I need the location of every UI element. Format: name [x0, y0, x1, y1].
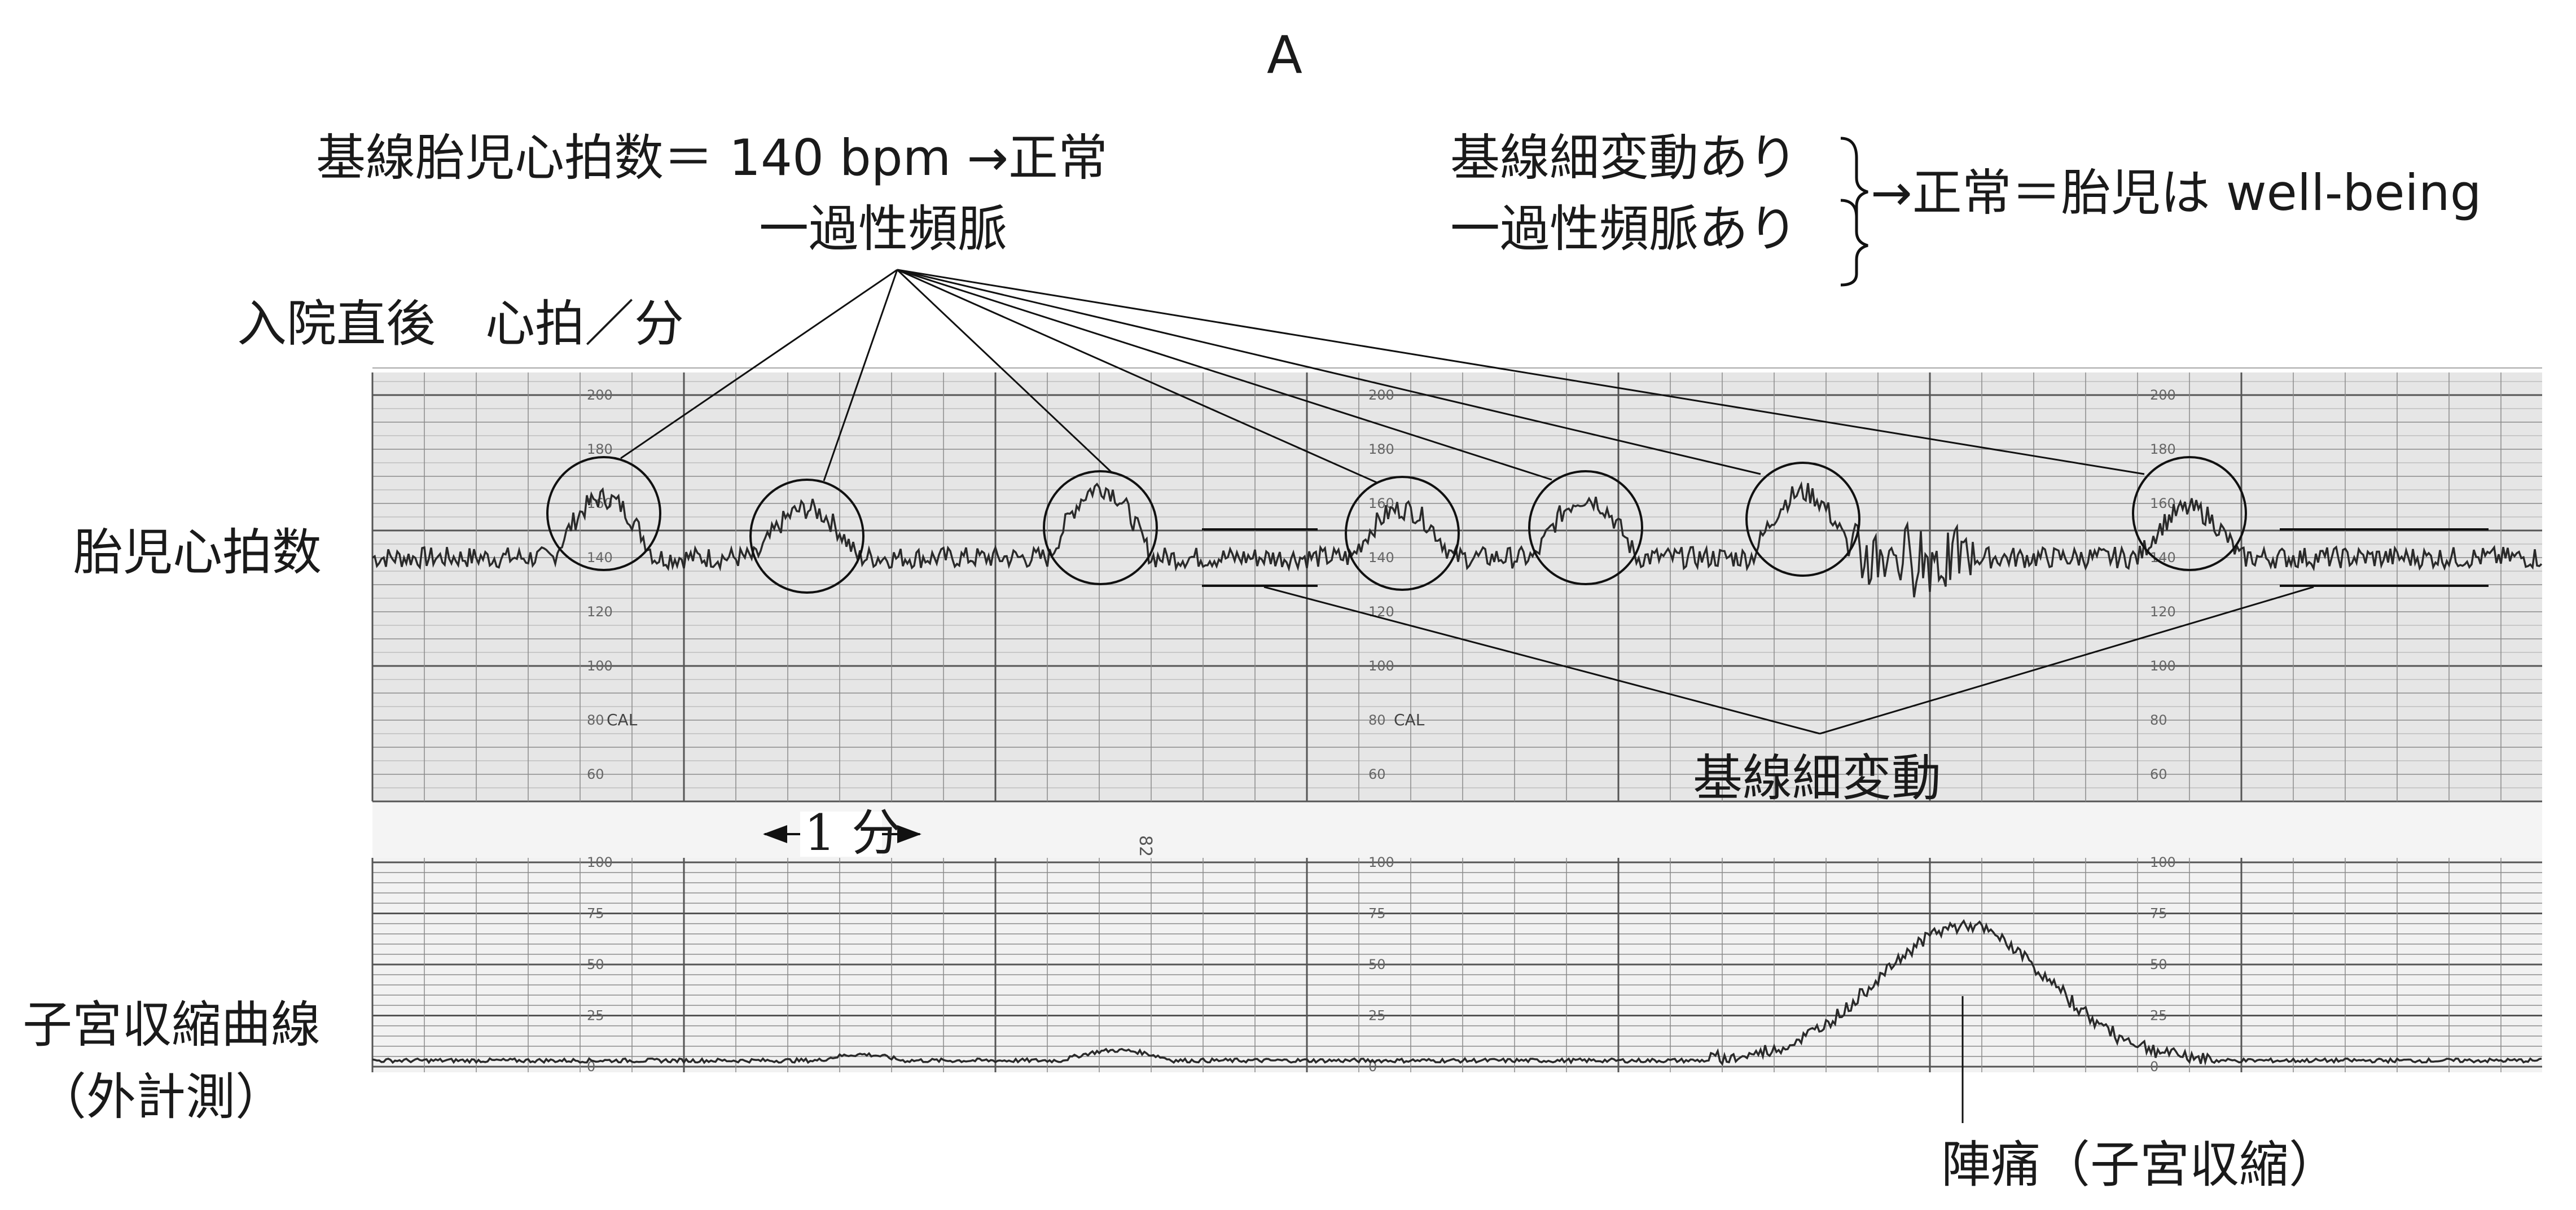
uc-tick: 25: [2150, 1008, 2167, 1024]
fhr-tick: 200: [587, 387, 613, 403]
uc-tick: 50: [1368, 957, 1386, 972]
fhr-tick: 100: [2150, 658, 2176, 674]
fhr-tick: 200: [1368, 387, 1394, 403]
uc-label-external: （外計測）: [37, 1068, 286, 1126]
fhr-label: 胎児心拍数: [73, 523, 322, 581]
conclusion: →正常＝胎児は well-being: [1871, 164, 2482, 222]
fhr-tick: 100: [587, 658, 613, 674]
acceleration-leaders: [620, 269, 2145, 484]
cal-mark-1: CAL: [607, 711, 638, 729]
fhr-tick: 120: [2150, 604, 2176, 620]
fhr-tick: 180: [1368, 441, 1394, 457]
variability-present: 基線細変動あり: [1450, 129, 1798, 187]
acceleration-circle: [2132, 456, 2247, 571]
fhr-tick: 140: [587, 550, 613, 565]
fhr-tick: 140: [1368, 550, 1394, 565]
acceleration-circle: [749, 479, 864, 594]
panel-label: A: [1267, 25, 1302, 85]
uc-tick: 100: [587, 854, 613, 870]
acceleration-circle: [1043, 470, 1158, 585]
contraction-label: 陣痛（子宮収縮）: [1941, 1136, 2339, 1194]
uc-tick: 0: [587, 1059, 595, 1075]
fhr-tick: 100: [1368, 658, 1394, 674]
uc-tick: 25: [1368, 1008, 1386, 1024]
uc-tick: 75: [1368, 906, 1386, 922]
uc-tick: 50: [587, 957, 604, 972]
acceleration-circle: [546, 456, 661, 571]
variability-bars: [1202, 528, 2489, 587]
fhr-tick: 180: [587, 441, 613, 457]
fhr-paper: [372, 372, 2542, 801]
uc-tick: 75: [587, 906, 604, 922]
variability-leaders: [1263, 586, 2314, 735]
uc-tick: 25: [587, 1008, 604, 1024]
fhr-tick-labels: 2001801601401201008060200180160140120100…: [587, 387, 2176, 782]
acceleration-circles: [546, 456, 2247, 594]
fhr-tick: 200: [2150, 387, 2176, 403]
acceleration-note: 一過性頻脈: [759, 200, 1008, 258]
baseline-note: 基線胎児心拍数＝ 140 bpm →正常: [316, 129, 1108, 187]
fhr-tick: 60: [2150, 766, 2167, 782]
fhr-tick: 80: [2150, 712, 2167, 728]
uc-trace: [372, 919, 2542, 1066]
fhr-tick: 80: [1368, 712, 1386, 728]
braces: [1840, 137, 1868, 287]
acceleration-circle: [1345, 476, 1460, 591]
uc-tick: 50: [2150, 957, 2167, 972]
fhr-trace: [372, 481, 2543, 598]
paper-band: [372, 801, 2542, 858]
acceleration-present: 一過性頻脈あり: [1450, 200, 1798, 258]
fhr-tick: 180: [2150, 441, 2176, 457]
fhr-tick: 160: [2150, 496, 2176, 511]
uc-tick: 0: [2150, 1059, 2158, 1075]
uc-tick: 75: [2150, 906, 2167, 922]
uc-label: 子宮収縮曲線: [23, 996, 321, 1054]
fhr-tick: 80: [587, 712, 604, 728]
uc-tick: 100: [2150, 854, 2176, 870]
acceleration-circle: [1528, 470, 1643, 585]
cal-mark-2: CAL: [1394, 711, 1425, 729]
fhr-tick: 120: [587, 604, 613, 620]
uc-grid: [371, 858, 2542, 1072]
acceleration-circle: [1745, 462, 1860, 577]
fhr-grid: [371, 367, 2542, 803]
fhr-tick: 60: [587, 766, 604, 782]
admission-label: 入院直後 心拍／分: [237, 295, 684, 353]
one-minute-label: 1 分: [804, 804, 901, 862]
variability-label: 基線細変動: [1693, 749, 1942, 807]
paper-number: 82: [1135, 835, 1155, 857]
uc-tick: 100: [1368, 854, 1394, 870]
one-minute-arrow: [763, 812, 921, 857]
fhr-tick: 60: [1368, 766, 1386, 782]
